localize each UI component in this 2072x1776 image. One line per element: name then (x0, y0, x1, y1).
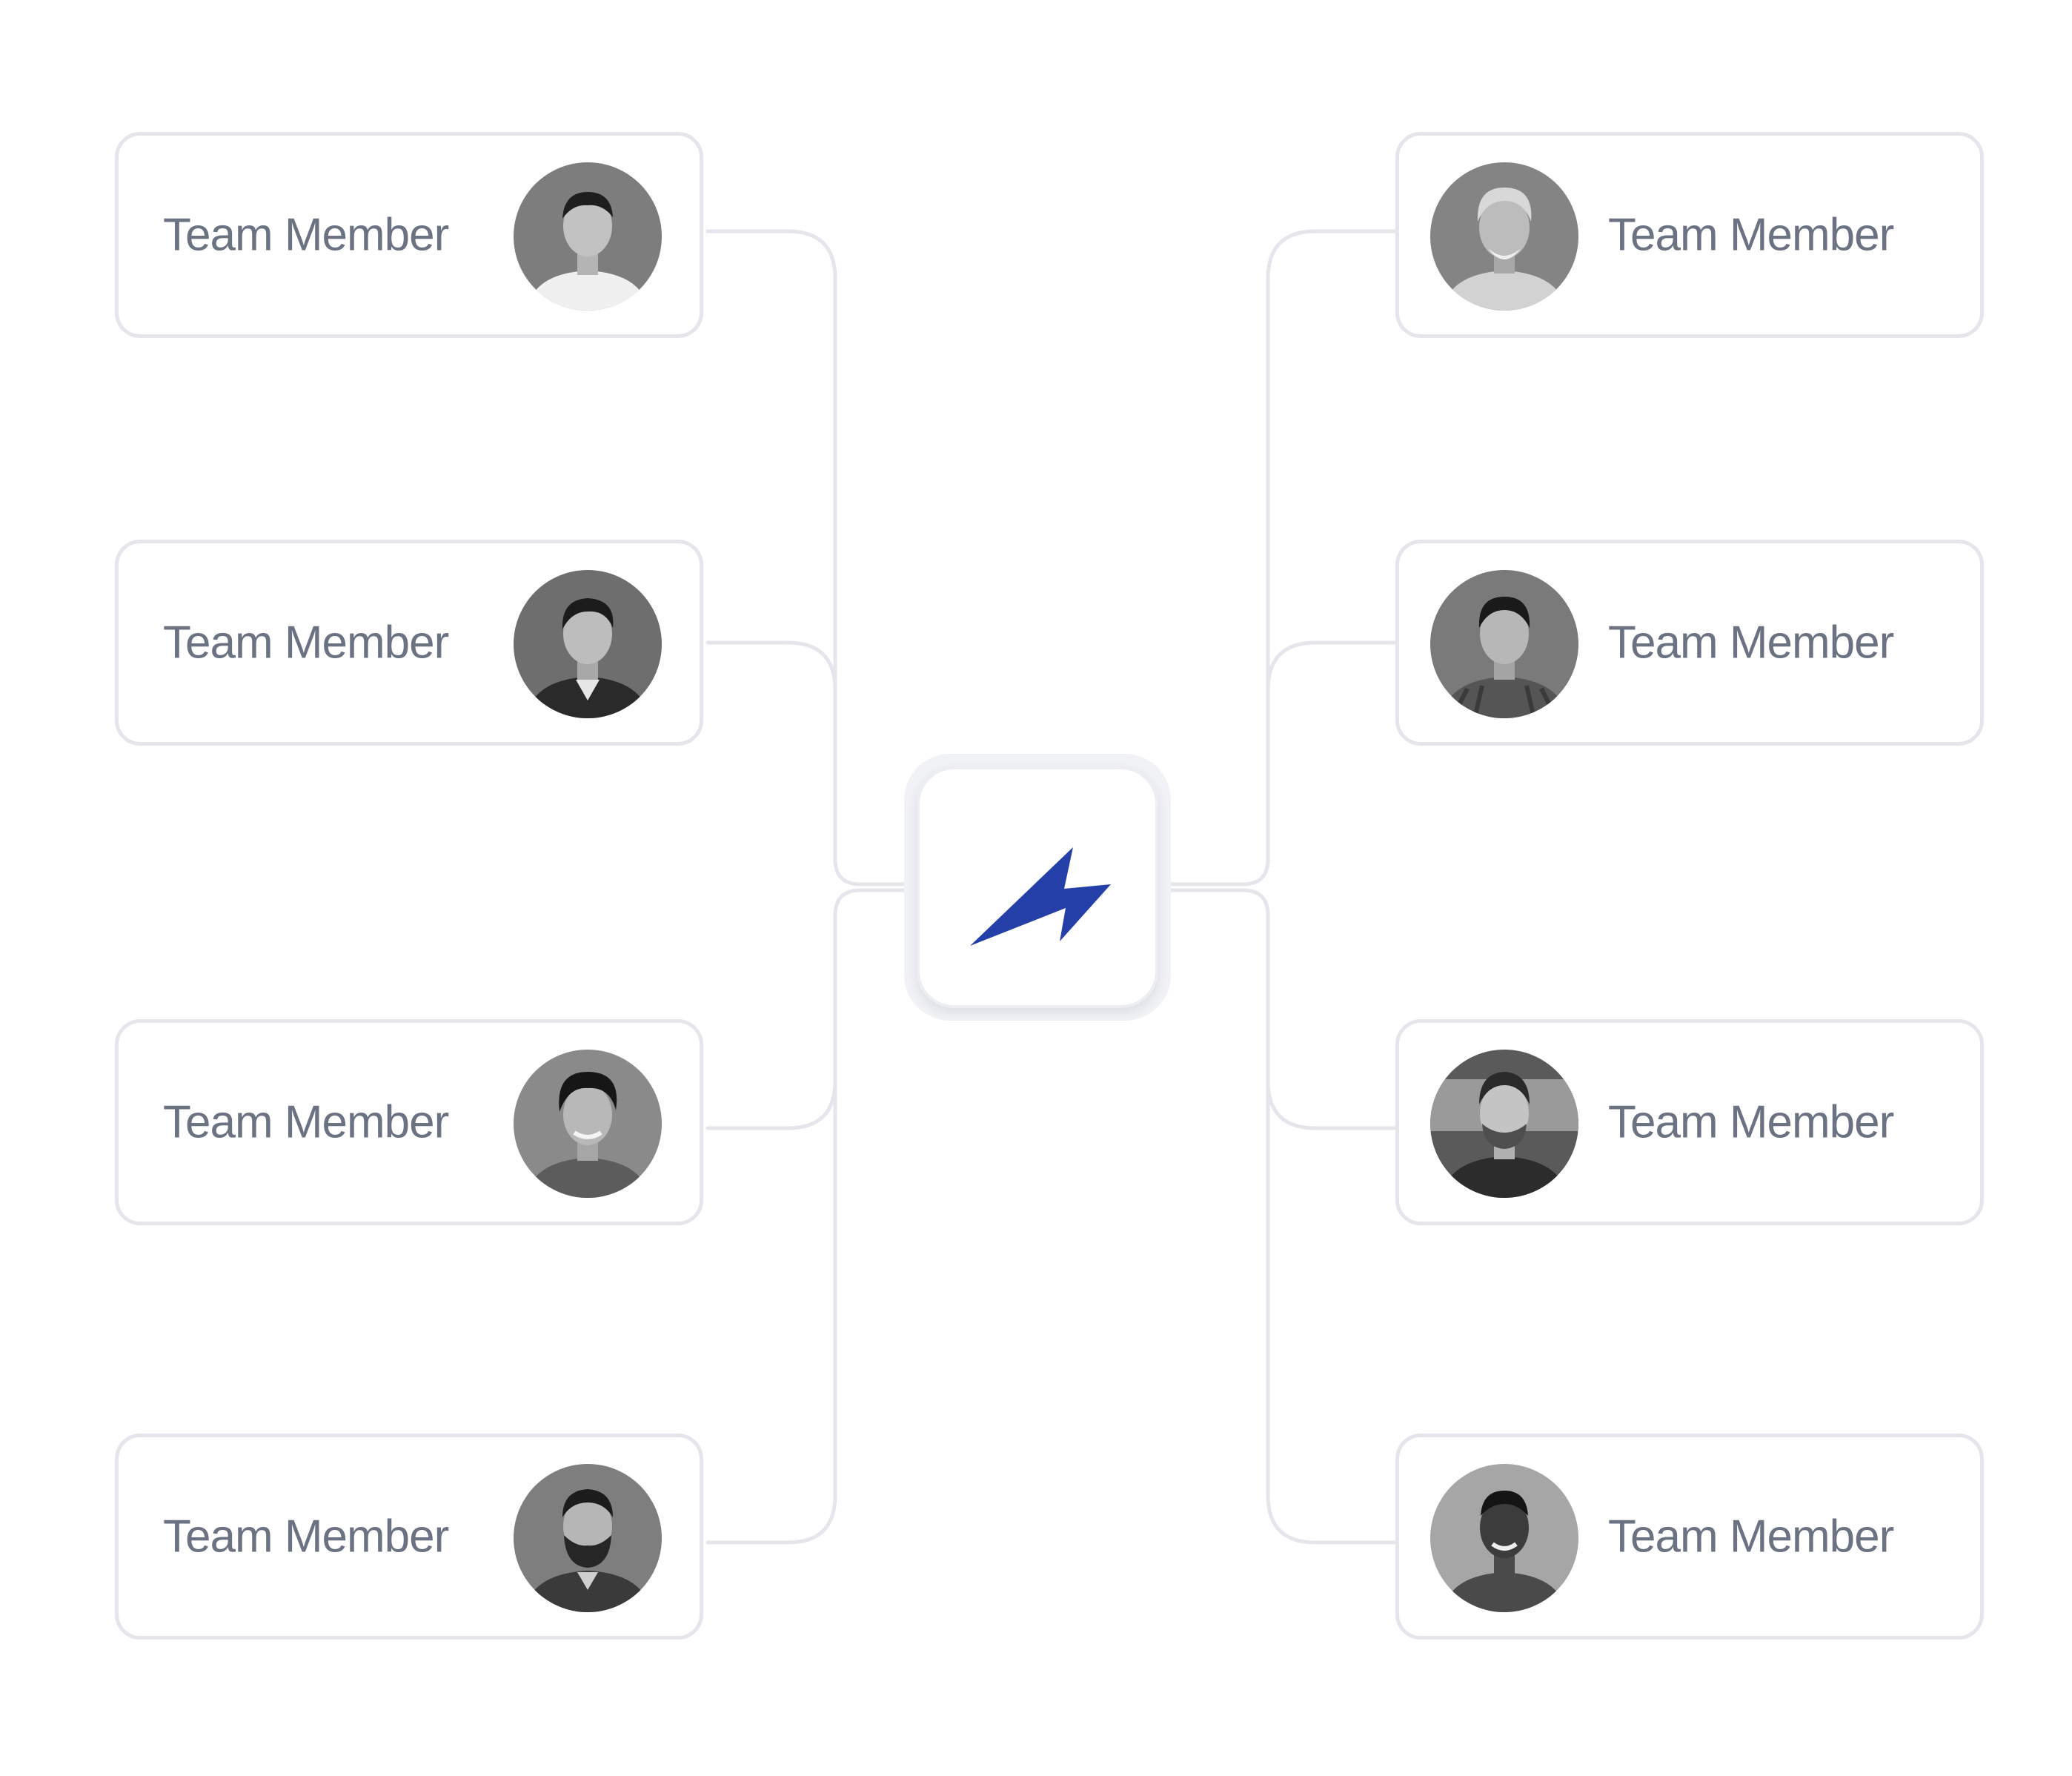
member-card[interactable]: Team Member (115, 132, 703, 338)
member-card[interactable]: Team Member (115, 1434, 703, 1640)
member-name: Team Member (1608, 209, 1894, 261)
member-card[interactable]: Team Member (115, 1019, 703, 1225)
connector-right-1 (1156, 229, 1398, 887)
avatar (514, 1050, 662, 1198)
avatar (1430, 1464, 1578, 1612)
connector-right-3 (1156, 888, 1398, 1130)
member-name: Team Member (163, 209, 449, 261)
avatar (1430, 570, 1578, 718)
member-card[interactable]: Team Member (1395, 132, 1984, 338)
avatar (514, 570, 662, 718)
member-card[interactable]: Team Member (115, 540, 703, 746)
connector-right-4 (1266, 1078, 1398, 1545)
hub-card[interactable] (917, 766, 1158, 1008)
member-card[interactable]: Team Member (1395, 1019, 1984, 1225)
avatar (514, 162, 662, 311)
member-card[interactable]: Team Member (1395, 540, 1984, 746)
lightning-bolt-icon (970, 847, 1111, 946)
member-name: Team Member (1608, 1511, 1894, 1563)
member-name: Team Member (1608, 617, 1894, 669)
connector-right-2 (1266, 640, 1398, 861)
member-name: Team Member (1608, 1096, 1894, 1148)
avatar (514, 1464, 662, 1612)
member-card[interactable]: Team Member (1395, 1434, 1984, 1640)
member-name: Team Member (163, 617, 449, 669)
avatar (1430, 1050, 1578, 1198)
connector-left-4 (705, 1078, 837, 1545)
connector-left-1 (705, 229, 919, 887)
avatar (1430, 162, 1578, 311)
connector-left-2 (705, 640, 837, 861)
member-name: Team Member (163, 1511, 449, 1563)
connector-left-3 (705, 888, 919, 1130)
member-name: Team Member (163, 1096, 449, 1148)
